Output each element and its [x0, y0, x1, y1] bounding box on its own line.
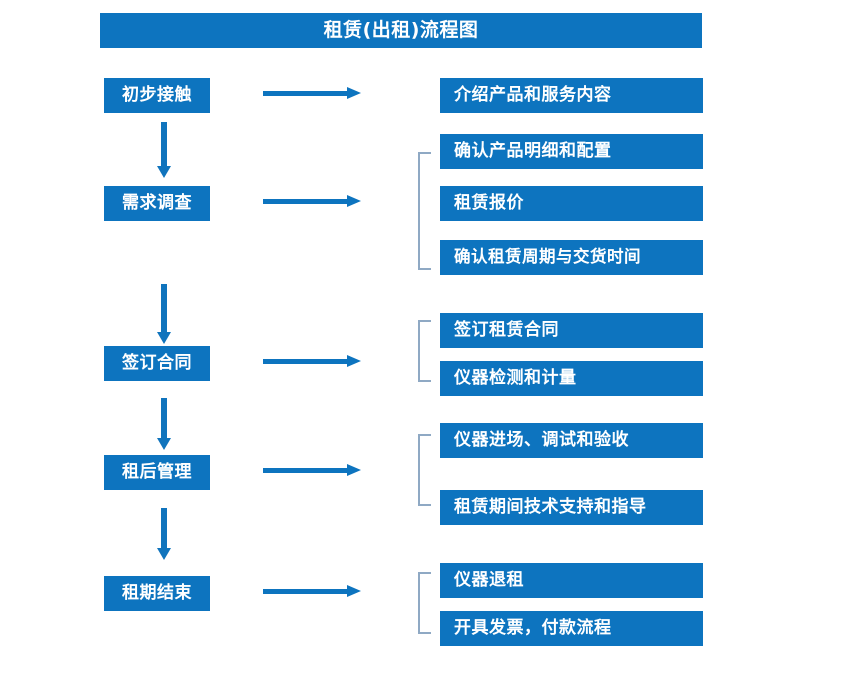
detail-box-confirm-spec[interactable]: 确认产品明细和配置: [440, 134, 703, 169]
detail-box-instrument-entry-commission[interactable]: 仪器进场、调试和验收: [440, 423, 703, 458]
arrow-down-icon-stage-3-to-4: [156, 398, 172, 450]
arrow-shaft: [161, 508, 167, 548]
arrow-shaft: [161, 122, 167, 166]
detail-box-sign-rental-contract[interactable]: 签订租赁合同: [440, 313, 703, 348]
arrow-head: [347, 585, 361, 597]
arrow-head: [157, 548, 171, 560]
arrow-head: [157, 166, 171, 178]
detail-box-instrument-inspection[interactable]: 仪器检测和计量: [440, 361, 703, 396]
arrow-shaft: [263, 359, 349, 364]
stage-box-demand-survey[interactable]: 需求调查: [104, 186, 210, 221]
arrow-right-icon-stage-1: [263, 85, 363, 101]
group-bracket-stage-5: [418, 572, 431, 634]
group-bracket-stage-4: [418, 434, 431, 506]
arrow-shaft: [263, 589, 349, 594]
detail-box-intro-products[interactable]: 介绍产品和服务内容: [440, 78, 703, 113]
arrow-down-icon-stage-4-to-5: [156, 508, 172, 560]
arrow-head: [347, 464, 361, 476]
arrow-right-icon-stage-5: [263, 583, 363, 599]
arrow-shaft: [161, 398, 167, 438]
detail-box-instrument-return[interactable]: 仪器退租: [440, 563, 703, 598]
arrow-right-icon-stage-4: [263, 462, 363, 478]
stage-box-rental-end[interactable]: 租期结束: [104, 576, 210, 611]
stage-box-initial-contact[interactable]: 初步接触: [104, 78, 210, 113]
diagram-title: 租赁(出租)流程图: [100, 13, 702, 48]
arrow-right-icon-stage-3: [263, 353, 363, 369]
arrow-head: [157, 438, 171, 450]
arrow-head: [347, 355, 361, 367]
detail-box-rental-quote[interactable]: 租赁报价: [440, 186, 703, 221]
arrow-down-icon-stage-2-to-3: [156, 284, 172, 344]
arrow-shaft: [263, 199, 349, 204]
arrow-head: [347, 87, 361, 99]
stage-box-post-rental-management[interactable]: 租后管理: [104, 455, 210, 490]
arrow-right-icon-stage-2: [263, 193, 363, 209]
stage-box-sign-contract[interactable]: 签订合同: [104, 346, 210, 381]
detail-box-confirm-period-delivery[interactable]: 确认租赁周期与交货时间: [440, 240, 703, 275]
arrow-down-icon-stage-1-to-2: [156, 122, 172, 178]
detail-box-invoice-payment[interactable]: 开具发票，付款流程: [440, 611, 703, 646]
detail-box-technical-support[interactable]: 租赁期间技术支持和指导: [440, 490, 703, 525]
arrow-shaft: [161, 284, 167, 332]
group-bracket-stage-2: [418, 152, 431, 270]
arrow-head: [157, 332, 171, 344]
group-bracket-stage-3: [418, 320, 431, 382]
arrow-shaft: [263, 468, 349, 473]
arrow-head: [347, 195, 361, 207]
arrow-shaft: [263, 91, 349, 96]
